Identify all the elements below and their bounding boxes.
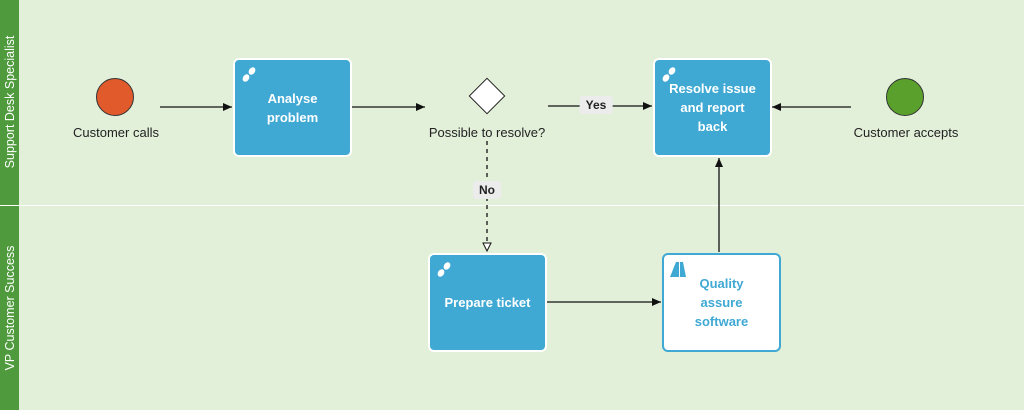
user-task-icon (662, 67, 676, 82)
task-label: Prepare ticket (444, 295, 531, 310)
lane-header-support-desk (0, 0, 19, 205)
flow-label-yes: Yes (579, 96, 613, 114)
lane-header-vp-customer-success (0, 206, 19, 410)
user-task-icon (437, 262, 451, 277)
lane-divider (19, 205, 1024, 206)
end-event-label: Customer accepts (853, 125, 959, 140)
flow-label-no: No (473, 181, 501, 199)
start-event[interactable] (96, 78, 134, 116)
service-task-icon (670, 262, 686, 277)
task-quality-assure[interactable]: Quality assure software (662, 253, 781, 352)
start-event-label: Customer calls (73, 125, 159, 140)
task-label: Quality assure software (694, 276, 749, 329)
task-resolve-issue[interactable]: Resolve issue and report back (653, 58, 772, 157)
task-prepare-ticket[interactable]: Prepare ticket (428, 253, 547, 352)
user-task-icon (242, 67, 256, 82)
lane-support-desk (0, 0, 1024, 205)
task-label: Resolve issue and report back (669, 81, 756, 134)
task-analyse-problem[interactable]: Analyse problem (233, 58, 352, 157)
gateway-label: Possible to resolve? (428, 125, 546, 140)
end-event[interactable] (886, 78, 924, 116)
task-label: Analyse problem (266, 90, 319, 125)
